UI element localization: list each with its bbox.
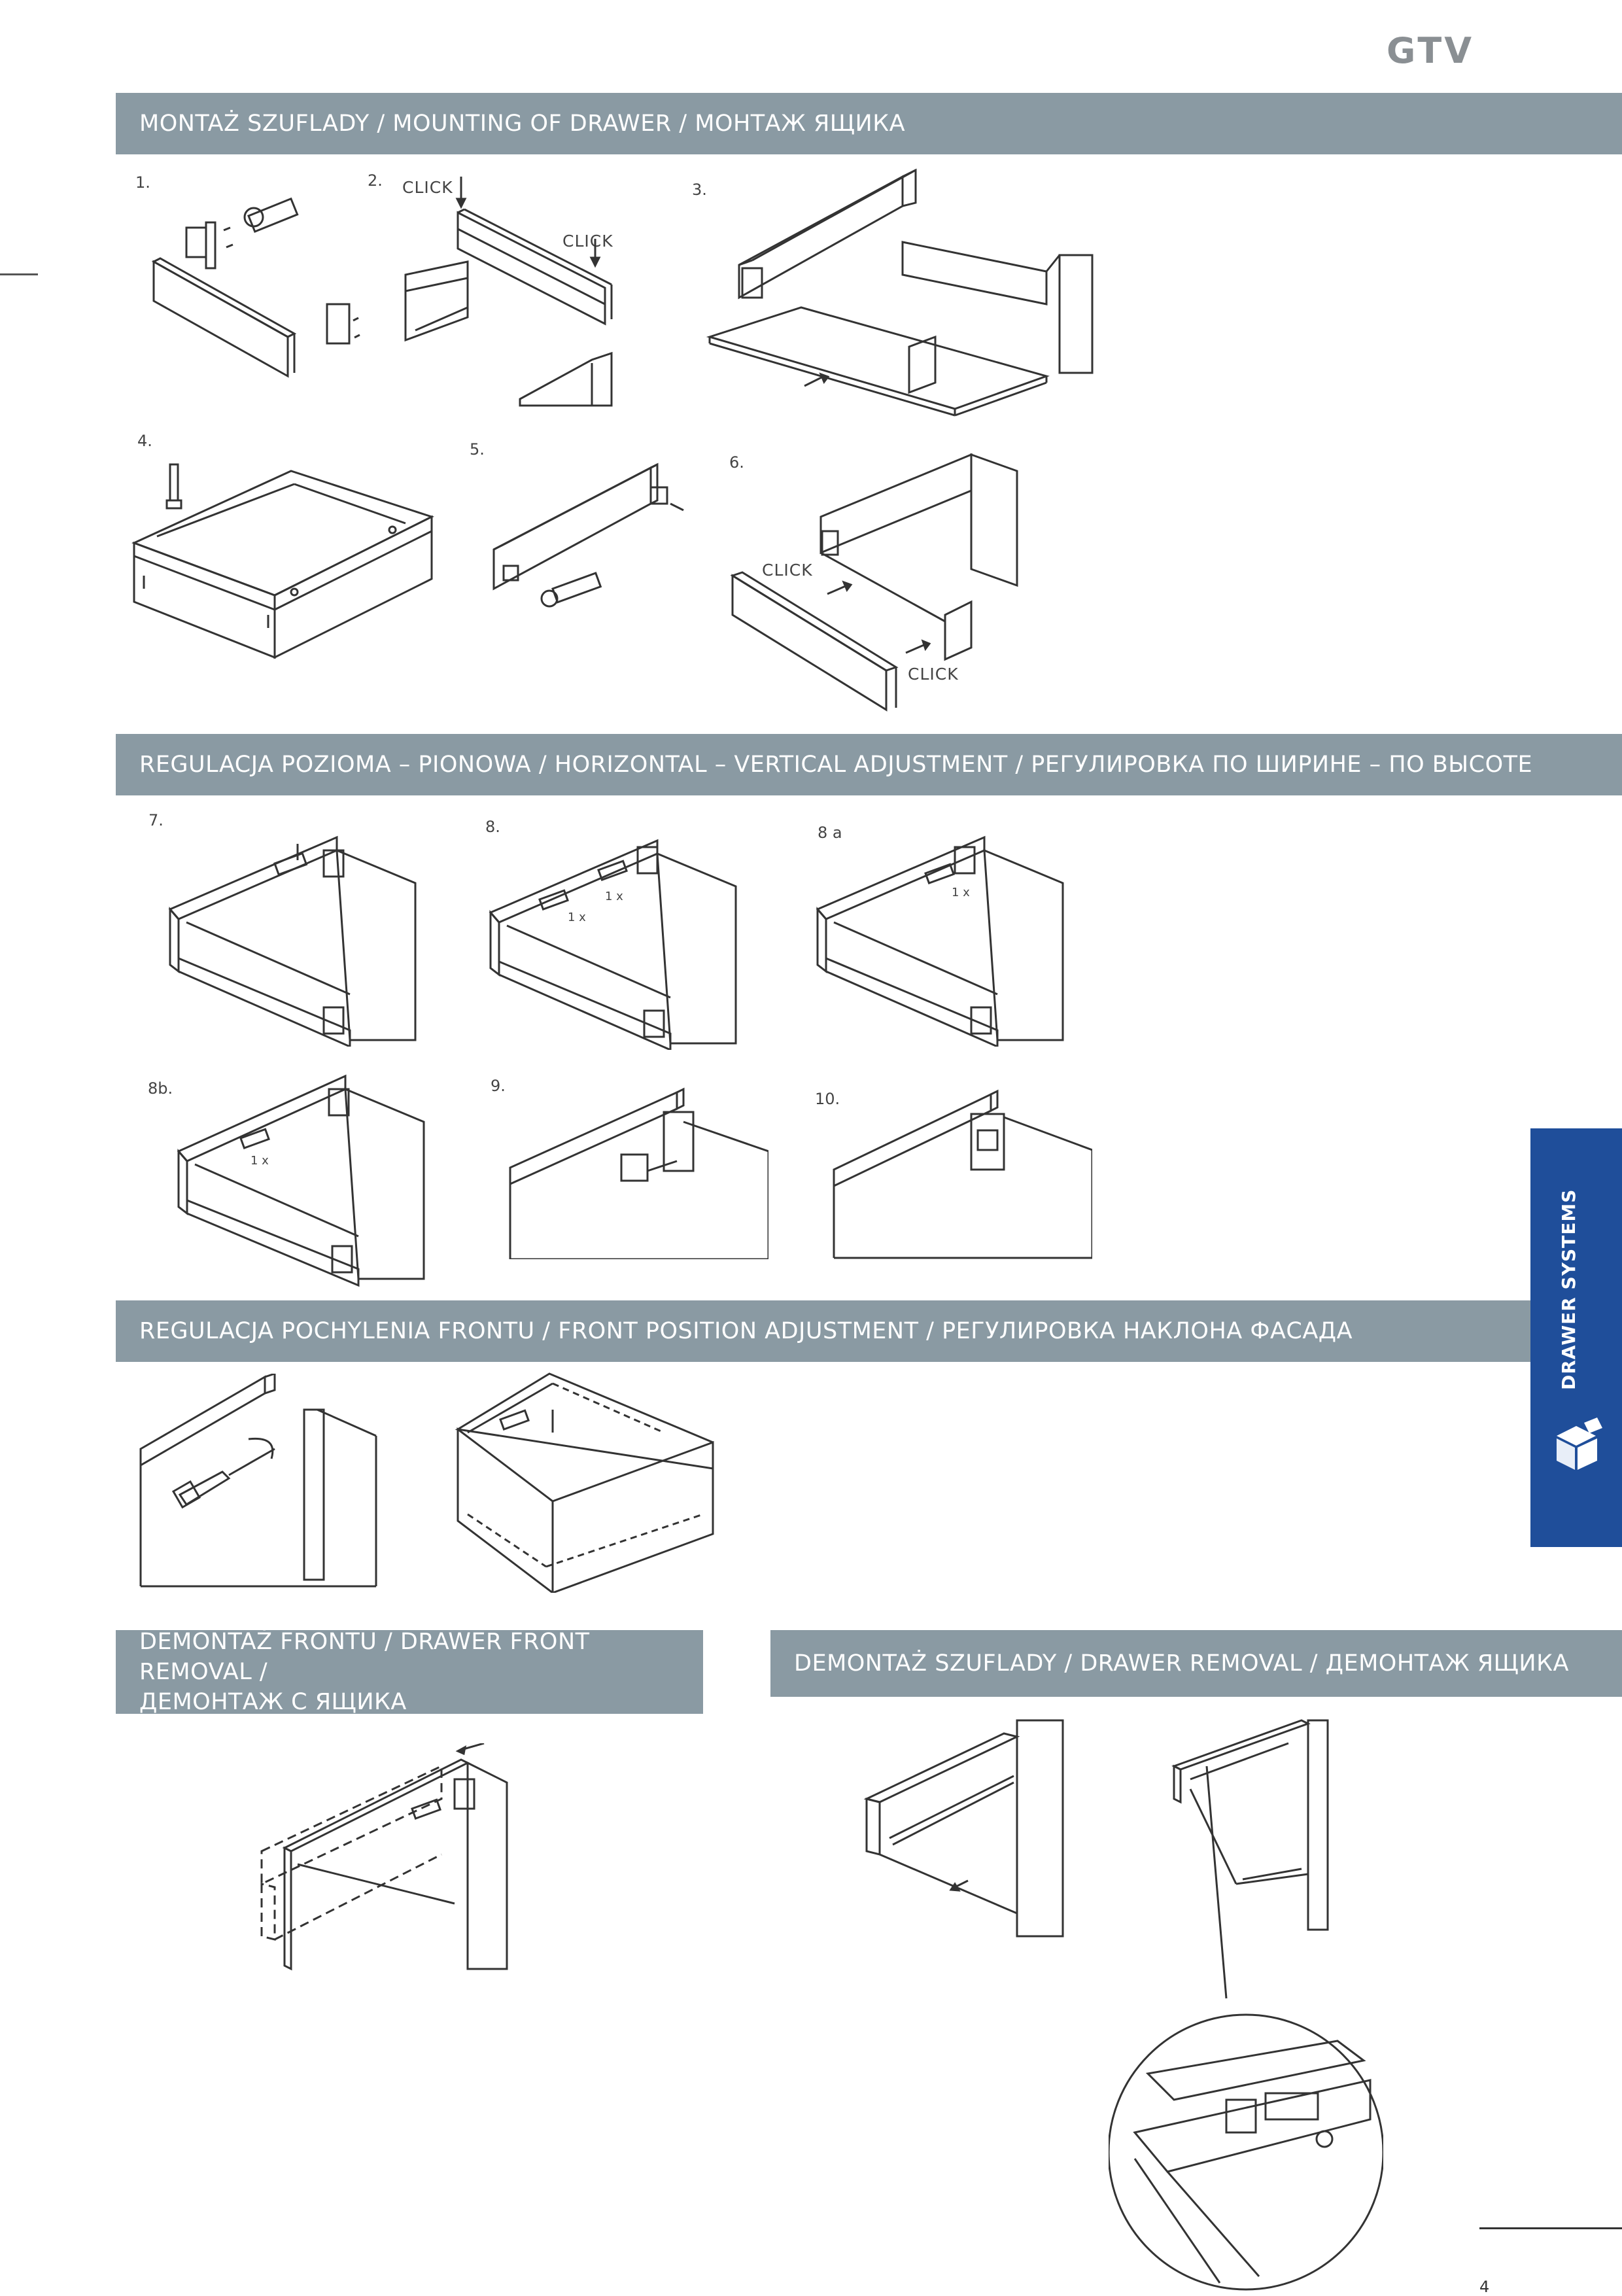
drawer-systems-label: DRAWER SYSTEMS <box>1558 1189 1579 1390</box>
step-7-label: 7. <box>148 811 164 829</box>
click-label: CLICK <box>562 232 613 251</box>
figure-front-tilt-screwdriver <box>137 1374 379 1590</box>
section-mounting-header: MONTAŻ SZUFLADY / MOUNTING OF DRAWER / М… <box>116 93 1622 154</box>
figure-front-removal <box>258 1743 510 1979</box>
section-front-removal-title-2: ДЕМОНТАЖ С ЯЩИКА <box>139 1689 407 1715</box>
step-8a-label: 8 a <box>818 824 842 842</box>
figure-step-3 <box>706 164 1099 425</box>
figure-step-8a <box>814 831 1069 1047</box>
step-8b-label: 8b. <box>148 1079 173 1098</box>
figure-drawer-removal-1 <box>863 1717 1066 1939</box>
click-label: CLICK <box>762 561 813 580</box>
section-adjustment-header: REGULACJA POZIOMA – PIONOWA / HORIZONTAL… <box>116 734 1622 795</box>
quantity-label: 1 x <box>250 1154 269 1168</box>
cube-icon <box>1550 1416 1604 1478</box>
quantity-label: 1 x <box>568 911 586 924</box>
step-5-label: 5. <box>470 440 485 459</box>
figure-drawer-removal-detail <box>1109 1766 1383 2296</box>
step-2-label: 2. <box>368 171 383 190</box>
page-number-rule <box>1479 2227 1622 2229</box>
step-9-label: 9. <box>491 1077 506 1095</box>
figure-step-10 <box>831 1078 1092 1261</box>
brand-logo: GTV <box>1387 30 1475 71</box>
page-number: 4 <box>1479 2278 1490 2296</box>
section-front-position-header: REGULACJA POCHYLENIA FRONTU / FRONT POSI… <box>116 1300 1530 1362</box>
figure-step-5 <box>487 458 703 628</box>
figure-step-4 <box>131 458 438 667</box>
step-1-label: 1. <box>135 173 150 192</box>
figure-step-8b <box>175 1066 430 1289</box>
click-label: CLICK <box>908 665 959 684</box>
click-label: CLICK <box>402 178 453 197</box>
section-mounting-title: MONTAŻ SZUFLADY / MOUNTING OF DRAWER / М… <box>139 111 906 137</box>
step-3-label: 3. <box>692 181 707 199</box>
section-drawer-removal-title: DEMONTAŻ SZUFLADY / DRAWER REMOVAL / ДЕМ… <box>794 1650 1569 1677</box>
margin-tick <box>0 273 38 275</box>
figure-step-8 <box>487 834 742 1050</box>
drawer-systems-tab: DRAWER SYSTEMS <box>1530 1128 1622 1547</box>
figure-step-1 <box>150 177 373 386</box>
step-6-label: 6. <box>729 453 744 472</box>
section-front-position-title: REGULACJA POCHYLENIA FRONTU / FRONT POSI… <box>139 1318 1353 1344</box>
figure-step-9 <box>507 1076 768 1259</box>
step-4-label: 4. <box>137 432 152 450</box>
section-front-removal-title-1: DEMONTAŻ FRONTU / DRAWER FRONT REMOVAL / <box>139 1629 590 1685</box>
figure-step-7 <box>167 831 422 1047</box>
quantity-label: 1 x <box>605 890 623 903</box>
step-10-label: 10. <box>815 1090 840 1108</box>
figure-step-6 <box>729 451 1024 720</box>
section-front-removal-header: DEMONTAŻ FRONTU / DRAWER FRONT REMOVAL /… <box>116 1629 703 1715</box>
section-drawer-removal-header: DEMONTAŻ SZUFLADY / DRAWER REMOVAL / ДЕМ… <box>770 1630 1622 1697</box>
figure-step-2 <box>396 177 618 412</box>
quantity-label: 1 x <box>952 886 970 899</box>
section-adjustment-title: REGULACJA POZIOMA – PIONOWA / HORIZONTAL… <box>139 752 1533 778</box>
step-8-label: 8. <box>485 818 500 836</box>
figure-front-tilt-drawer <box>455 1370 716 1593</box>
